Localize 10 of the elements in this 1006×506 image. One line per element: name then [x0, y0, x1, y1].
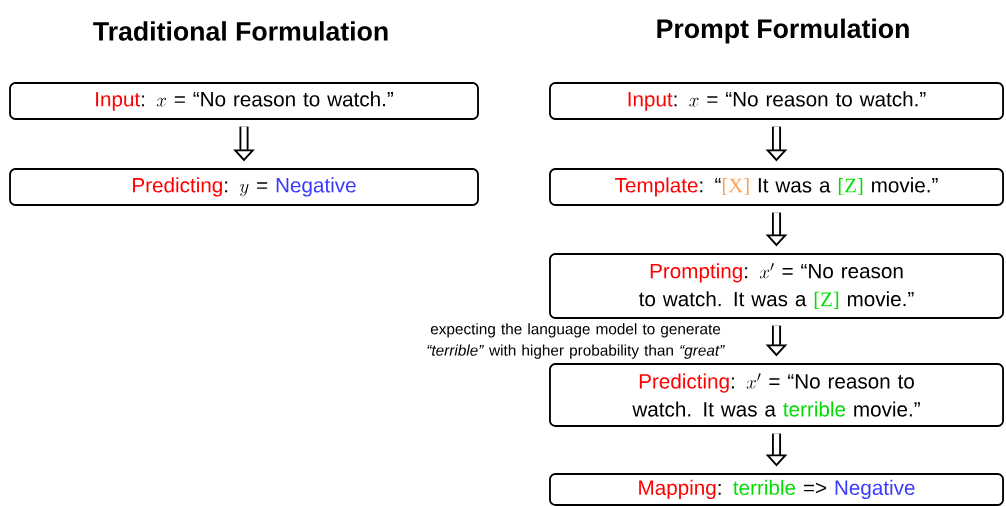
- text-box: Predicting: $x'$ = “No reason to watch. It was a terrible movie.”: [549, 363, 1004, 427]
- text-box: Prompting: $x'$ = “No reason to watch. It was a [Z] movie.”: [549, 253, 1004, 319]
- edge-label: expecting the language model to generate “terrible” with higher probability than “great”: [427, 323, 725, 359]
- text-box: Input: $x$ = “No reason to watch.”: [549, 82, 1004, 120]
- text-box: Predicting: $y$ = Negative: [9, 168, 479, 206]
- text-box: Mapping: terrible => Negative: [549, 473, 1004, 506]
- heading: Prompt Formulation: [657, 18, 909, 44]
- heading: Traditional Formulation: [93, 21, 388, 41]
- text-box: Template: “[X] It was a [Z] movie.”: [549, 168, 1004, 206]
- text-box: Input: $x$ = “No reason to watch.”: [9, 82, 479, 120]
